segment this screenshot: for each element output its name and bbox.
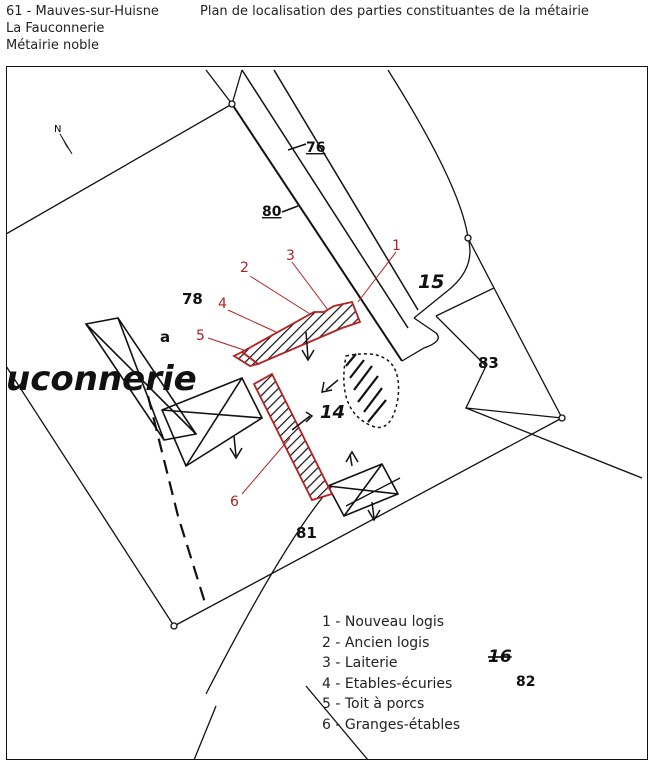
cadastral-plan: N uconnerie 78 a 15 83 14 81 76 80 16 82… [6, 66, 648, 760]
header-commune: 61 - Mauves-sur-Huisne [6, 4, 159, 19]
callout-3: 3 [286, 248, 295, 264]
callout-numbers: 1 2 3 4 5 6 [196, 238, 401, 510]
callout-6: 6 [230, 494, 239, 510]
callout-5: 5 [196, 328, 205, 344]
north-arrow-icon [59, 133, 73, 155]
courtyard-hatch [345, 353, 387, 423]
legend-item: 3 - Laiterie [322, 655, 398, 671]
callout-2: 2 [240, 260, 249, 276]
parcel-numbers: 78 a 15 83 14 81 76 80 16 82 [160, 140, 535, 690]
callout-4: 4 [218, 296, 227, 312]
callout-leaders [207, 251, 397, 495]
building-1-2-3 [240, 300, 362, 366]
parcel-16: 16 [488, 647, 512, 667]
legend: 1 - Nouveau logis 2 - Ancien logis 3 - L… [322, 612, 460, 735]
legend-item: 2 - Ancien logis [322, 634, 430, 651]
header-place: La Fauconnerie [6, 21, 105, 36]
highlighted-buildings [232, 300, 362, 502]
legend-item: 6 - Granges-étables [322, 716, 461, 733]
parcel-14: 14 [320, 402, 345, 423]
building-4-5 [232, 350, 261, 367]
page-title: Plan de localisation des parties constit… [200, 4, 589, 19]
map-frame [6, 66, 648, 760]
building-6 [252, 372, 334, 502]
place-name-label: uconnerie [6, 359, 197, 399]
north-label: N [54, 124, 61, 135]
parcel-82: 82 [516, 674, 535, 690]
parcel-a: a [160, 328, 170, 346]
header-type: Métairie noble [6, 38, 100, 53]
legend-item: 1 - Nouveau logis [322, 614, 445, 630]
flow-arrows [229, 143, 381, 522]
parcel-83: 83 [478, 354, 499, 372]
parcel-78: 78 [182, 290, 203, 308]
parcel-80: 80 [262, 204, 282, 220]
parcel-lines [6, 69, 643, 760]
callout-1: 1 [392, 238, 401, 254]
header-location: 61 - Mauves-sur-Huisne La Fauconnerie Mé… [6, 3, 159, 54]
dashed-boundary [146, 395, 208, 607]
legend-item: 4 - Etables-écuries [322, 675, 453, 692]
legend-item: 5 - Toit à porcs [322, 696, 425, 712]
parcel-76: 76 [306, 140, 325, 156]
other-buildings [84, 317, 400, 518]
parcel-15: 15 [418, 271, 444, 293]
parcel-81: 81 [296, 524, 317, 542]
